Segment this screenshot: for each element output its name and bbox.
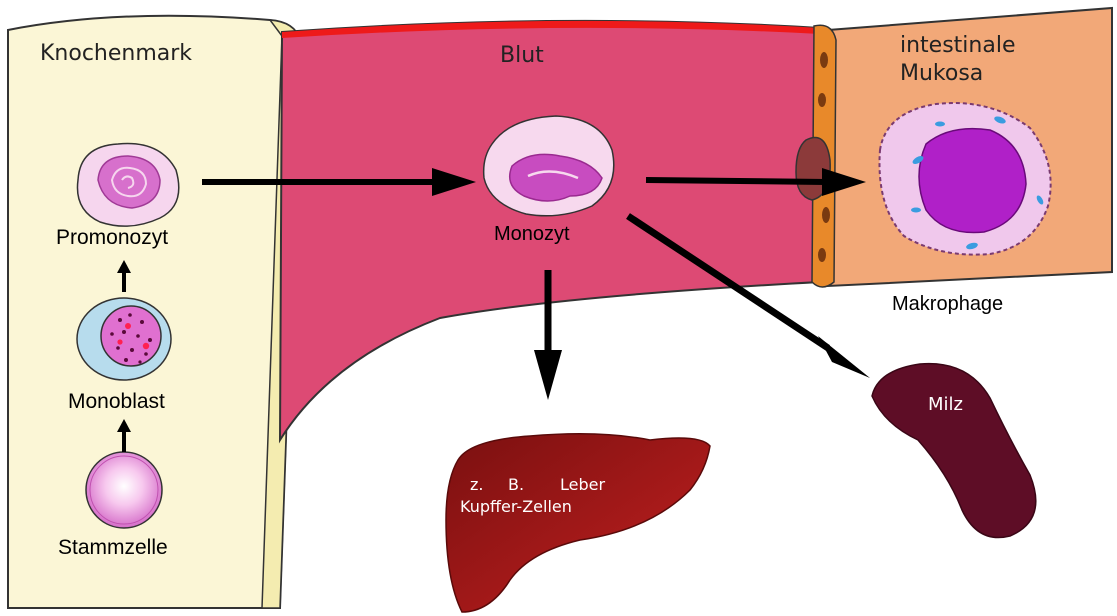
monozyt-label: Monozyt xyxy=(494,223,570,245)
makrophage-label: Makrophage xyxy=(892,293,1003,315)
mukosa-label-line1: intestinale xyxy=(900,33,1016,58)
monoblast-label: Monoblast xyxy=(68,390,165,413)
leber-label-b: B. xyxy=(508,475,524,494)
knochenmark-label: Knochenmark xyxy=(40,41,192,66)
leber-label-leber: Leber xyxy=(560,475,605,494)
spleen: Milz xyxy=(872,364,1036,538)
makrophage-cell xyxy=(880,103,1051,255)
milz-label: Milz xyxy=(928,394,963,415)
promonozyt-cell xyxy=(77,144,178,227)
stammzelle-label: Stammzelle xyxy=(58,536,168,559)
spleen-shape xyxy=(872,364,1036,538)
stammzelle-cell xyxy=(86,452,162,528)
leber-label-z: z. xyxy=(470,475,483,494)
promonozyt-label: Promonozyt xyxy=(56,226,168,249)
monoblast-cell xyxy=(77,298,171,380)
mukosa-label-line2: Mukosa xyxy=(900,61,983,86)
blut-label: Blut xyxy=(500,43,544,68)
leber-label-kupffer: Kupffer-Zellen xyxy=(460,497,572,516)
liver: z. B. Leber Kupffer-Zellen xyxy=(446,434,710,612)
liver-shape xyxy=(446,434,710,612)
